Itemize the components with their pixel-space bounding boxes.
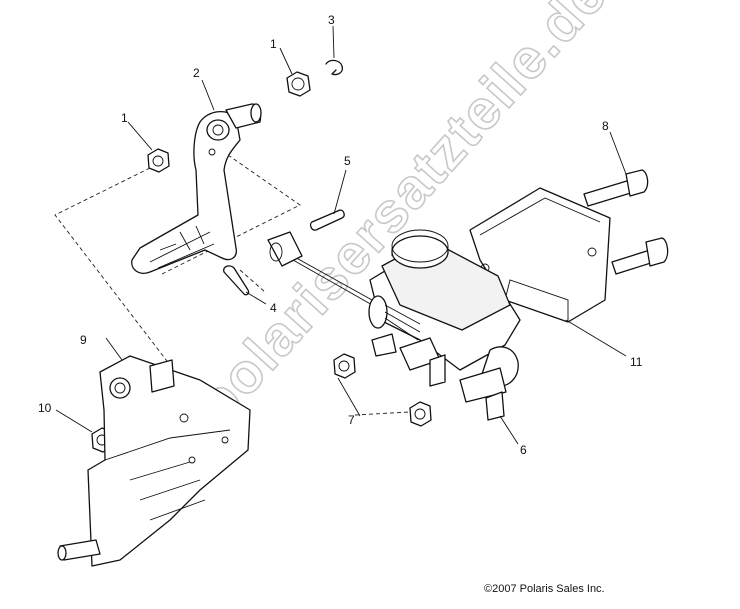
- nut-upper: [286, 71, 311, 97]
- callout-10: 10: [38, 401, 52, 415]
- bolt-lower: [611, 237, 669, 275]
- callout-2: 2: [193, 66, 200, 80]
- callout-3: 3: [328, 13, 335, 27]
- copyright-notice: ©2007 Polaris Sales Inc.: [484, 583, 605, 595]
- callout-9: 9: [80, 333, 87, 347]
- callout-6: 6: [520, 443, 527, 457]
- nut-7-lower: [409, 401, 432, 427]
- brake-pedal-arm: [131, 103, 262, 274]
- callout-labels: 1 1 2 3 4 5 6 7 8 9 10 11: [38, 13, 643, 457]
- callout-5: 5: [344, 154, 351, 168]
- master-cylinder: [267, 229, 521, 421]
- mounting-bracket: [469, 187, 611, 323]
- retaining-clip: [325, 59, 344, 76]
- assembly-guide-lines: [54, 154, 411, 416]
- callout-7: 7: [348, 413, 355, 427]
- nut-left: [147, 148, 170, 173]
- clevis-pin: [309, 209, 345, 231]
- callout-4: 4: [270, 301, 277, 315]
- leader-lines: [55, 25, 627, 445]
- bolt-upper: [583, 169, 649, 207]
- callout-11: 11: [630, 355, 643, 369]
- callout-1-left: 1: [121, 111, 128, 125]
- callout-1-upper: 1: [270, 37, 277, 51]
- cotter-pin: [223, 265, 250, 296]
- callout-8: 8: [602, 119, 609, 133]
- nut-7-upper: [333, 353, 356, 379]
- pedal-mount-bracket: [57, 355, 251, 567]
